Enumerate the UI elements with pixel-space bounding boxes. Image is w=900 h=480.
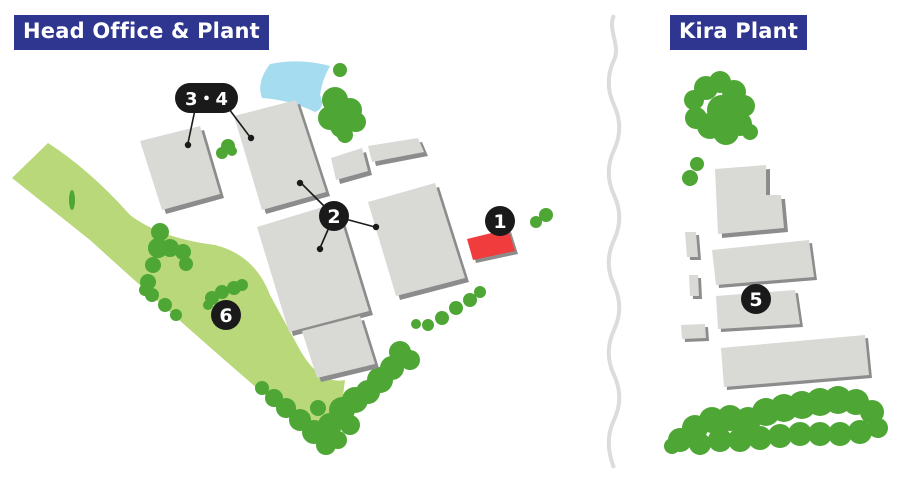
building bbox=[257, 203, 369, 332]
map-divider bbox=[606, 14, 622, 469]
marker-3-4[interactable]: 3・4 bbox=[175, 83, 238, 113]
head-office-buildings bbox=[140, 100, 518, 382]
svg-text:1: 1 bbox=[493, 211, 506, 233]
kira-plant-title: Kira Plant bbox=[670, 15, 808, 50]
park-area bbox=[12, 143, 345, 432]
building bbox=[689, 275, 699, 296]
leader-dots bbox=[184, 134, 380, 253]
building bbox=[368, 183, 465, 296]
building bbox=[368, 138, 424, 162]
svg-text:6: 6 bbox=[219, 305, 232, 327]
marker-5[interactable]: 5 bbox=[741, 284, 771, 314]
head-office-title: Head Office & Plant bbox=[14, 15, 269, 50]
marker-1[interactable]: 1 bbox=[485, 206, 515, 236]
building bbox=[302, 316, 375, 378]
pond bbox=[260, 61, 330, 112]
building-highlight bbox=[467, 229, 515, 260]
kira-trees bbox=[664, 71, 888, 455]
building bbox=[712, 240, 814, 285]
marker-6[interactable]: 6 bbox=[211, 300, 241, 330]
tree-clusters bbox=[69, 63, 553, 455]
kira-buildings bbox=[681, 165, 872, 390]
building bbox=[685, 232, 698, 257]
marker-2[interactable]: 2 bbox=[319, 201, 349, 231]
building bbox=[681, 324, 706, 339]
building bbox=[715, 165, 784, 234]
building bbox=[721, 335, 869, 387]
svg-text:3・4: 3・4 bbox=[185, 89, 228, 110]
svg-text:5: 5 bbox=[749, 289, 762, 311]
building bbox=[140, 126, 220, 210]
svg-text:2: 2 bbox=[327, 206, 340, 228]
building bbox=[331, 148, 368, 180]
